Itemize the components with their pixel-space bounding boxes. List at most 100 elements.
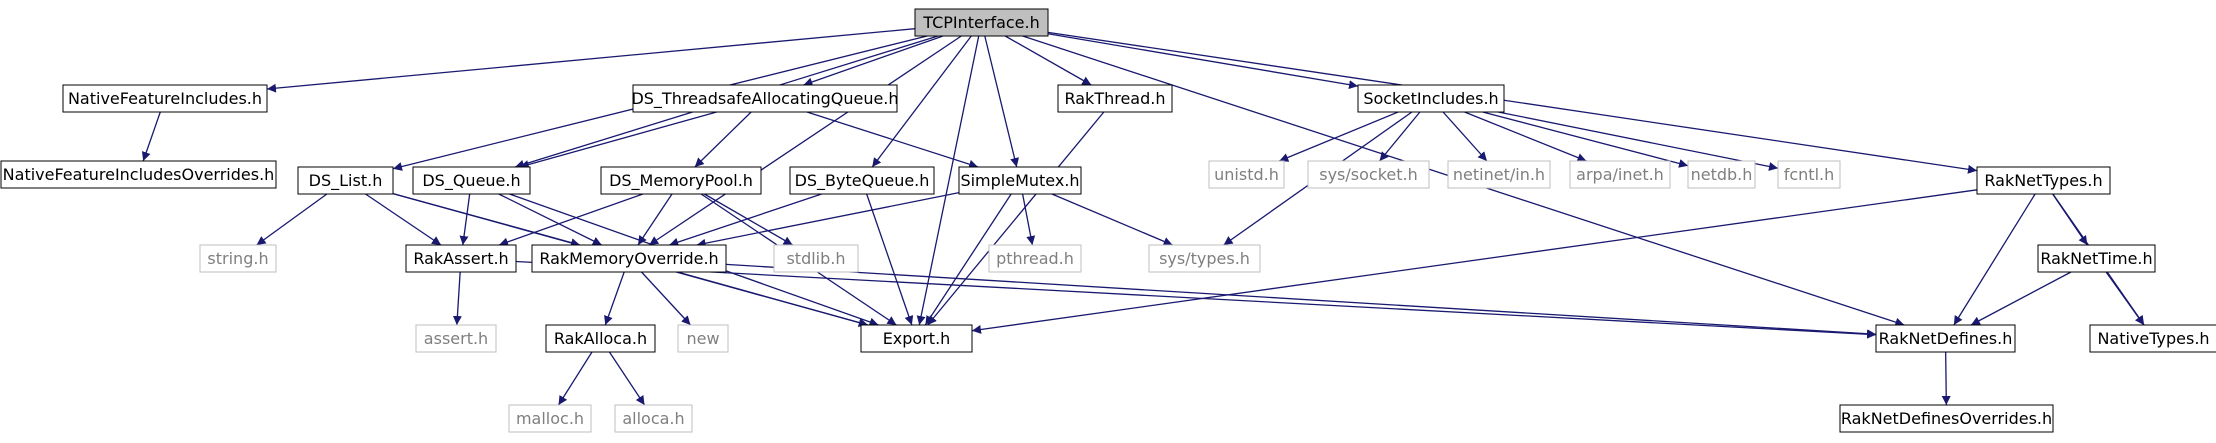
node-dsbq[interactable]: DS_ByteQueue.h — [789, 166, 935, 195]
edge-dslist-to-rassert — [365, 193, 442, 246]
edge-dsqueue-to-rmo — [498, 193, 603, 246]
node-box — [1976, 166, 2111, 195]
node-label: stdlib.h — [786, 249, 845, 268]
edge-smutex-to-export — [924, 193, 1012, 326]
node-label: new — [686, 329, 719, 348]
node-box — [297, 166, 394, 195]
node-label: DS_MemoryPool.h — [609, 171, 753, 191]
node-label: arpa/inet.h — [1576, 165, 1664, 184]
node-dsmp[interactable]: DS_MemoryPool.h — [600, 166, 762, 195]
node-tcp[interactable]: TCPInterface.h — [914, 8, 1049, 37]
node-box — [614, 404, 693, 433]
node-box — [2037, 244, 2156, 273]
edge-rthread-to-export — [927, 111, 1105, 326]
node-rmo[interactable]: RakMemoryOverride.h — [531, 244, 727, 273]
edge-rntypes-to-export — [971, 189, 1978, 334]
edge-sockinc-to-unistd — [1279, 111, 1399, 162]
node-nfi[interactable]: NativeFeatureIncludes.h — [62, 84, 268, 113]
node-dsqueue[interactable]: DS_Queue.h — [412, 166, 531, 195]
edge-nfi-to-nfio — [141, 111, 161, 162]
node-box — [1875, 324, 2016, 353]
edge-smutex-to-rmo — [696, 192, 960, 248]
node-box — [1208, 160, 1285, 189]
edge-sockinc-to-netinet — [1442, 111, 1488, 162]
node-label: fcntl.h — [1784, 165, 1835, 184]
node-label: RakNetDefines.h — [1879, 329, 2013, 348]
node-unistd: unistd.h — [1208, 160, 1285, 189]
node-label: netinet/in.h — [1453, 165, 1545, 184]
node-label: RakNetTime.h — [2040, 249, 2152, 268]
edge-tcp-to-dsbq — [871, 35, 972, 168]
node-label: sys/socket.h — [1319, 165, 1418, 184]
node-box — [677, 324, 729, 353]
node-box — [405, 244, 517, 273]
edge-smutex-to-pthread — [1021, 193, 1036, 246]
node-netdb: netdb.h — [1687, 160, 1756, 189]
node-box — [958, 166, 1082, 195]
node-alloca: alloca.h — [614, 404, 693, 433]
node-smutex[interactable]: SimpleMutex.h — [958, 166, 1082, 195]
edge-tcp-to-dstaq — [803, 35, 944, 87]
node-box — [199, 244, 277, 273]
edge-rmo-to-rndef — [725, 263, 1877, 339]
node-rndef[interactable]: RakNetDefines.h — [1875, 324, 2016, 353]
node-arpa: arpa/inet.h — [1569, 160, 1671, 189]
edge-dsmp-to-rmo — [637, 193, 673, 246]
node-nfio[interactable]: NativeFeatureIncludesOverrides.h — [0, 160, 277, 189]
node-box — [1687, 160, 1756, 189]
node-label: DS_Queue.h — [422, 171, 520, 191]
node-label: alloca.h — [622, 409, 684, 428]
node-box — [1357, 84, 1505, 113]
edge-rmo-to-export — [677, 271, 869, 327]
edge-dsmp-to-rassert — [498, 193, 644, 247]
node-box — [2089, 324, 2216, 353]
node-box — [0, 160, 277, 189]
node-label: NativeTypes.h — [2097, 329, 2209, 348]
node-rntime[interactable]: RakNetTime.h — [2037, 244, 2156, 273]
edge-rmo-to-ralloca — [604, 271, 625, 326]
node-label: malloc.h — [516, 409, 584, 428]
node-assert: assert.h — [415, 324, 497, 353]
edge-ralloca-to-malloc — [557, 351, 593, 406]
node-rassert[interactable]: RakAssert.h — [405, 244, 517, 273]
node-string: string.h — [199, 244, 277, 273]
node-box — [1148, 244, 1261, 273]
node-dstaq[interactable]: DS_ThreadsafeAllocatingQueue.h — [631, 84, 899, 113]
edge-dsbq-to-export — [866, 193, 914, 326]
node-box — [1839, 404, 2054, 433]
edge-dslist-to-string — [256, 193, 328, 246]
node-label: TCPInterface.h — [922, 13, 1040, 32]
node-label: RakThread.h — [1064, 89, 1165, 108]
node-rthread[interactable]: RakThread.h — [1057, 84, 1173, 113]
edge-rntime-to-ntypes — [2105, 271, 2145, 326]
node-pthread: pthread.h — [988, 244, 1082, 273]
node-rntypes[interactable]: RakNetTypes.h — [1976, 166, 2111, 195]
node-label: netdb.h — [1691, 165, 1753, 184]
edge-smutex-to-systypes — [1051, 193, 1173, 246]
node-box — [1777, 160, 1841, 189]
edge-sockinc-to-fcntl — [1498, 111, 1779, 171]
node-box — [600, 166, 762, 195]
node-ntypes[interactable]: NativeTypes.h — [2089, 324, 2216, 353]
edge-dstaq-to-smutex — [806, 111, 979, 169]
edge-tcp-to-rmo — [648, 35, 962, 246]
node-box — [914, 8, 1049, 37]
node-box — [632, 84, 898, 113]
node-rndefo[interactable]: RakNetDefinesOverrides.h — [1839, 404, 2054, 433]
edge-dsmp-to-stdlib — [704, 193, 793, 246]
node-dslist[interactable]: DS_List.h — [297, 166, 394, 195]
edge-ralloca-to-alloca — [608, 351, 646, 406]
node-new: new — [677, 324, 729, 353]
node-sockinc[interactable]: SocketIncludes.h — [1357, 84, 1505, 113]
edge-tcp-to-nfi — [266, 28, 916, 93]
node-stdlib: stdlib.h — [773, 244, 859, 273]
node-ralloca[interactable]: RakAlloca.h — [545, 324, 656, 353]
edge-tcp-to-smutex — [984, 35, 1019, 168]
node-export[interactable]: Export.h — [860, 324, 973, 353]
edge-tcp-to-rntypes — [1047, 31, 1978, 174]
node-label: NativeFeatureIncludes.h — [68, 89, 262, 108]
edge-rndef-to-rndefo — [1941, 351, 1951, 406]
node-netinet: netinet/in.h — [1447, 160, 1551, 189]
edge-rassert-to-rndef — [515, 260, 1877, 339]
